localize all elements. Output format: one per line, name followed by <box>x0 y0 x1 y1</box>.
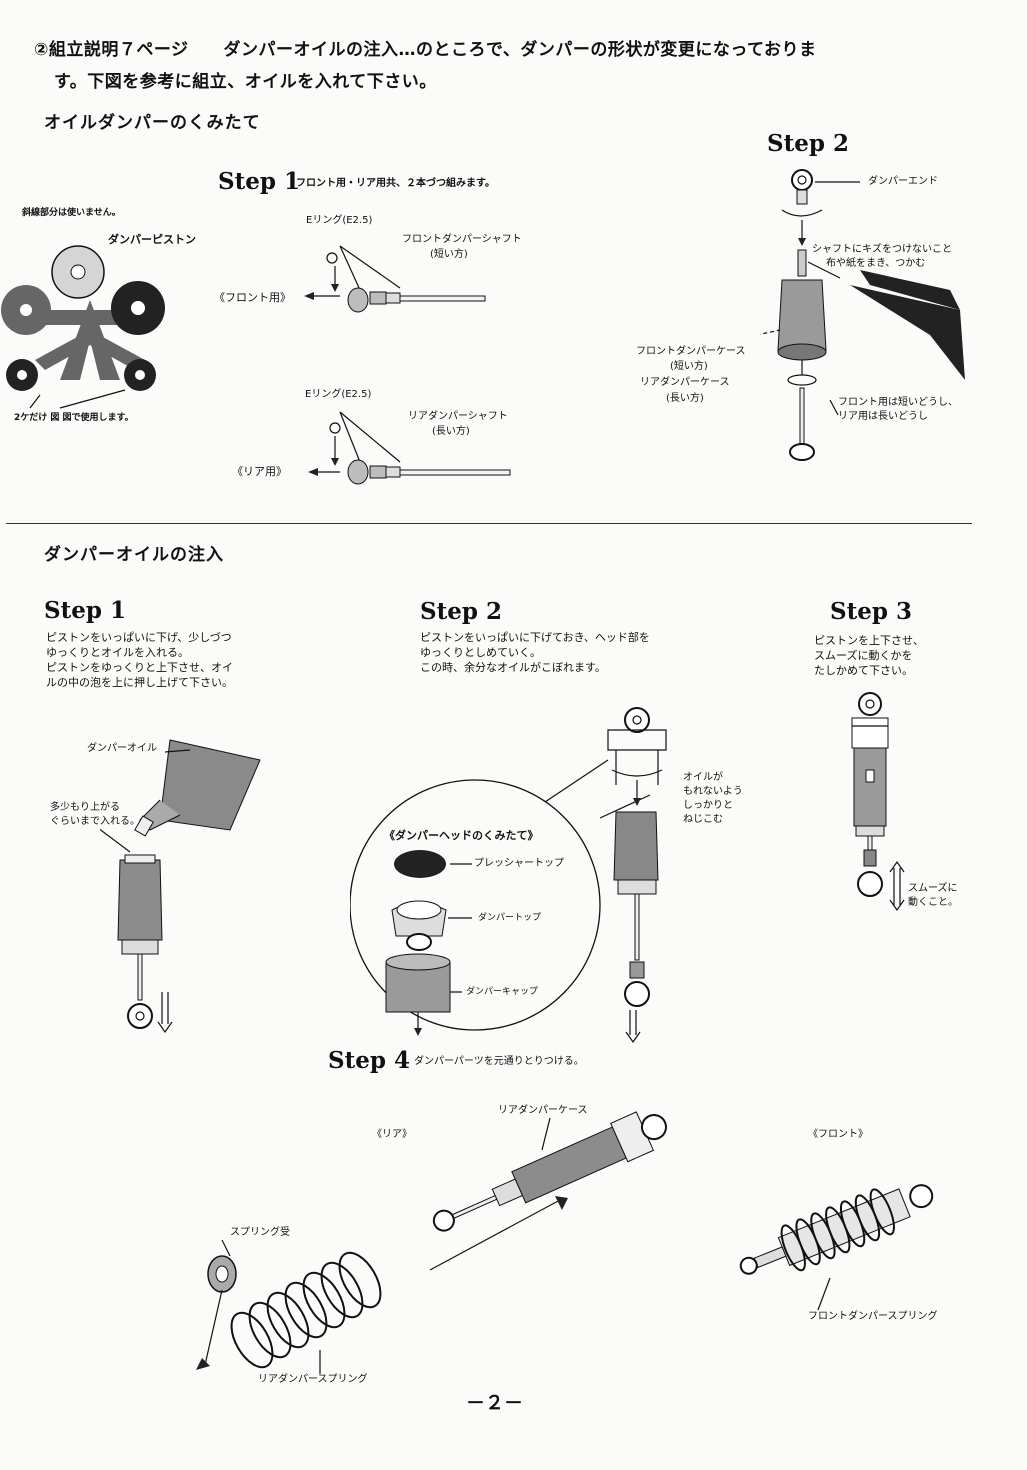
oil-step2-drawing <box>350 707 667 1044</box>
front-case-label: フロントダンパーケース <box>636 346 746 357</box>
caution-label-1: シャフトにキズをつけないこと <box>812 244 952 255</box>
spring-seat-label: スプリング受 <box>230 1227 290 1238</box>
front-tag-step4: 《フロント》 <box>808 1129 868 1140</box>
oil-step2-desc-line: ゆっくりとしめていく。 <box>420 646 541 659</box>
oil-step1-drawing <box>100 739 261 1034</box>
rear-tag: 《リア用》 <box>232 465 287 478</box>
intro-line-1: ②組立説明７ページ ダンパーオイルの注入…のところで、ダンパーの形状が変更になっ… <box>34 40 817 60</box>
rear-case-label-step4: リアダンパーケース <box>498 1105 588 1116</box>
assembly-step1-title: Step 1 <box>218 168 300 195</box>
rear-case-sub: (長い方) <box>666 393 704 404</box>
damper-oil-label: ダンパーオイル <box>87 743 157 754</box>
rear-case-label: リアダンパーケース <box>640 377 730 388</box>
front-case-sub: (短い方) <box>670 361 708 372</box>
step4-title: Step 4 <box>328 1047 410 1074</box>
tighten-note: オイルが もれないよう しっかりと ねじこむ <box>683 771 743 827</box>
tighten-line: しっかりと <box>683 800 733 811</box>
oil-step3-title: Step 3 <box>830 598 912 625</box>
damper-end-label: ダンパーエンド <box>868 176 938 187</box>
fill-label-1: 多少もり上がる <box>50 802 120 813</box>
fill-label-2: ぐらいまで入れる。 <box>50 816 140 827</box>
rear-ering-label: Eリング(E2.5) <box>305 389 372 400</box>
rear-shaft-sub: (長い方) <box>432 426 470 437</box>
damper-cap-label: ダンパーキャップ <box>466 987 539 997</box>
oil-step1-desc: ピストンをいっぱいに下げ、少しづつ ゆっくりとオイルを入れる。 ピストンをゆっく… <box>46 630 233 690</box>
page-number: －２－ <box>466 1392 524 1414</box>
intro-text: ②組立説明７ページ ダンパーオイルの注入…のところで、ダンパーの形状が変更になっ… <box>34 34 974 98</box>
oil-step1-desc-line: ゆっくりとオイルを入れる。 <box>46 646 189 659</box>
rear-shaft-drawing <box>308 411 511 485</box>
oil-step2-desc-line: ピストンをいっぱいに下げておき、ヘッド部を <box>420 631 650 644</box>
tighten-line: ねじこむ <box>683 814 723 825</box>
step4-desc: ダンパーパーツを元通りとりつける。 <box>414 1056 584 1067</box>
damper-top-label: ダンパートップ <box>478 913 542 923</box>
front-shaft-drawing <box>304 245 486 313</box>
oil-step1-desc-line: ルの中の泡を上に押し上げて下さい。 <box>46 676 233 689</box>
pair-label-2: リア用は長いどうし <box>838 411 928 422</box>
section-divider <box>6 523 972 524</box>
tighten-line: もれないよう <box>683 786 743 797</box>
oil-step3-desc: ピストンを上下させ、 スムーズに動くかを たしかめて下さい。 <box>814 633 924 678</box>
oil-step3-drawing <box>851 692 905 912</box>
head-assembly-title: 《ダンパーヘッドのくみたて》 <box>384 829 539 842</box>
piston-label: ダンパーピストン <box>108 233 196 246</box>
caution-label-2: 布や紙をまき、つかむ <box>826 258 926 269</box>
front-spring-label: フロントダンパースプリング <box>808 1311 938 1322</box>
rear-shaft-label: リアダンパーシャフト <box>408 411 508 422</box>
use-two-note: 2ケだけ 図 図で使用します。 <box>14 413 134 423</box>
unused-note: 斜線部分は使いません。 <box>22 208 121 218</box>
oil-step3-desc-line: ピストンを上下させ、 <box>814 634 924 647</box>
front-shaft-label: フロントダンパーシャフト <box>402 234 522 245</box>
assembly-step2-drawing <box>760 169 965 461</box>
step4-drawing <box>196 1111 934 1374</box>
oil-step1-desc-line: ピストンをいっぱいに下げ、少しづつ <box>46 631 232 644</box>
piston-sprue-drawing <box>1 245 165 409</box>
assembly-heading: オイルダンパーのくみたて <box>44 113 261 133</box>
oil-step3-desc-line: たしかめて下さい。 <box>814 664 913 677</box>
front-shaft-sub: (短い方) <box>430 249 468 260</box>
assembly-step1-desc: フロント用・リア用共、２本づつ組みます。 <box>296 178 495 189</box>
smooth-label-2: 動くこと。 <box>908 897 958 908</box>
oil-heading: ダンパーオイルの注入 <box>44 545 224 565</box>
pressure-top-label: プレッシャートップ <box>474 858 564 869</box>
smooth-label-1: スムーズに <box>908 883 958 894</box>
oil-step1-title: Step 1 <box>44 597 126 624</box>
intro-line-2: す。下図を参考に組立、オイルを入れて下さい。 <box>54 72 437 92</box>
rear-tag-step4: 《リア》 <box>372 1129 412 1140</box>
oil-step3-desc-line: スムーズに動くかを <box>814 649 913 662</box>
tighten-line: オイルが <box>683 772 723 783</box>
oil-step2-desc-line: この時、余分なオイルがこぼれます。 <box>420 661 606 674</box>
oil-step2-desc: ピストンをいっぱいに下げておき、ヘッド部を ゆっくりとしめていく。 この時、余分… <box>420 630 650 675</box>
front-ering-label: Eリング(E2.5) <box>306 215 373 226</box>
front-tag: 《フロント用》 <box>214 291 291 304</box>
oil-step1-desc-line: ピストンをゆっくりと上下させ、オイ <box>46 661 233 674</box>
rear-spring-label: リアダンパースプリング <box>258 1374 368 1385</box>
oil-step2-title: Step 2 <box>420 598 502 625</box>
assembly-step2-title: Step 2 <box>767 130 849 157</box>
pair-label-1: フロント用は短いどうし、 <box>838 397 958 408</box>
